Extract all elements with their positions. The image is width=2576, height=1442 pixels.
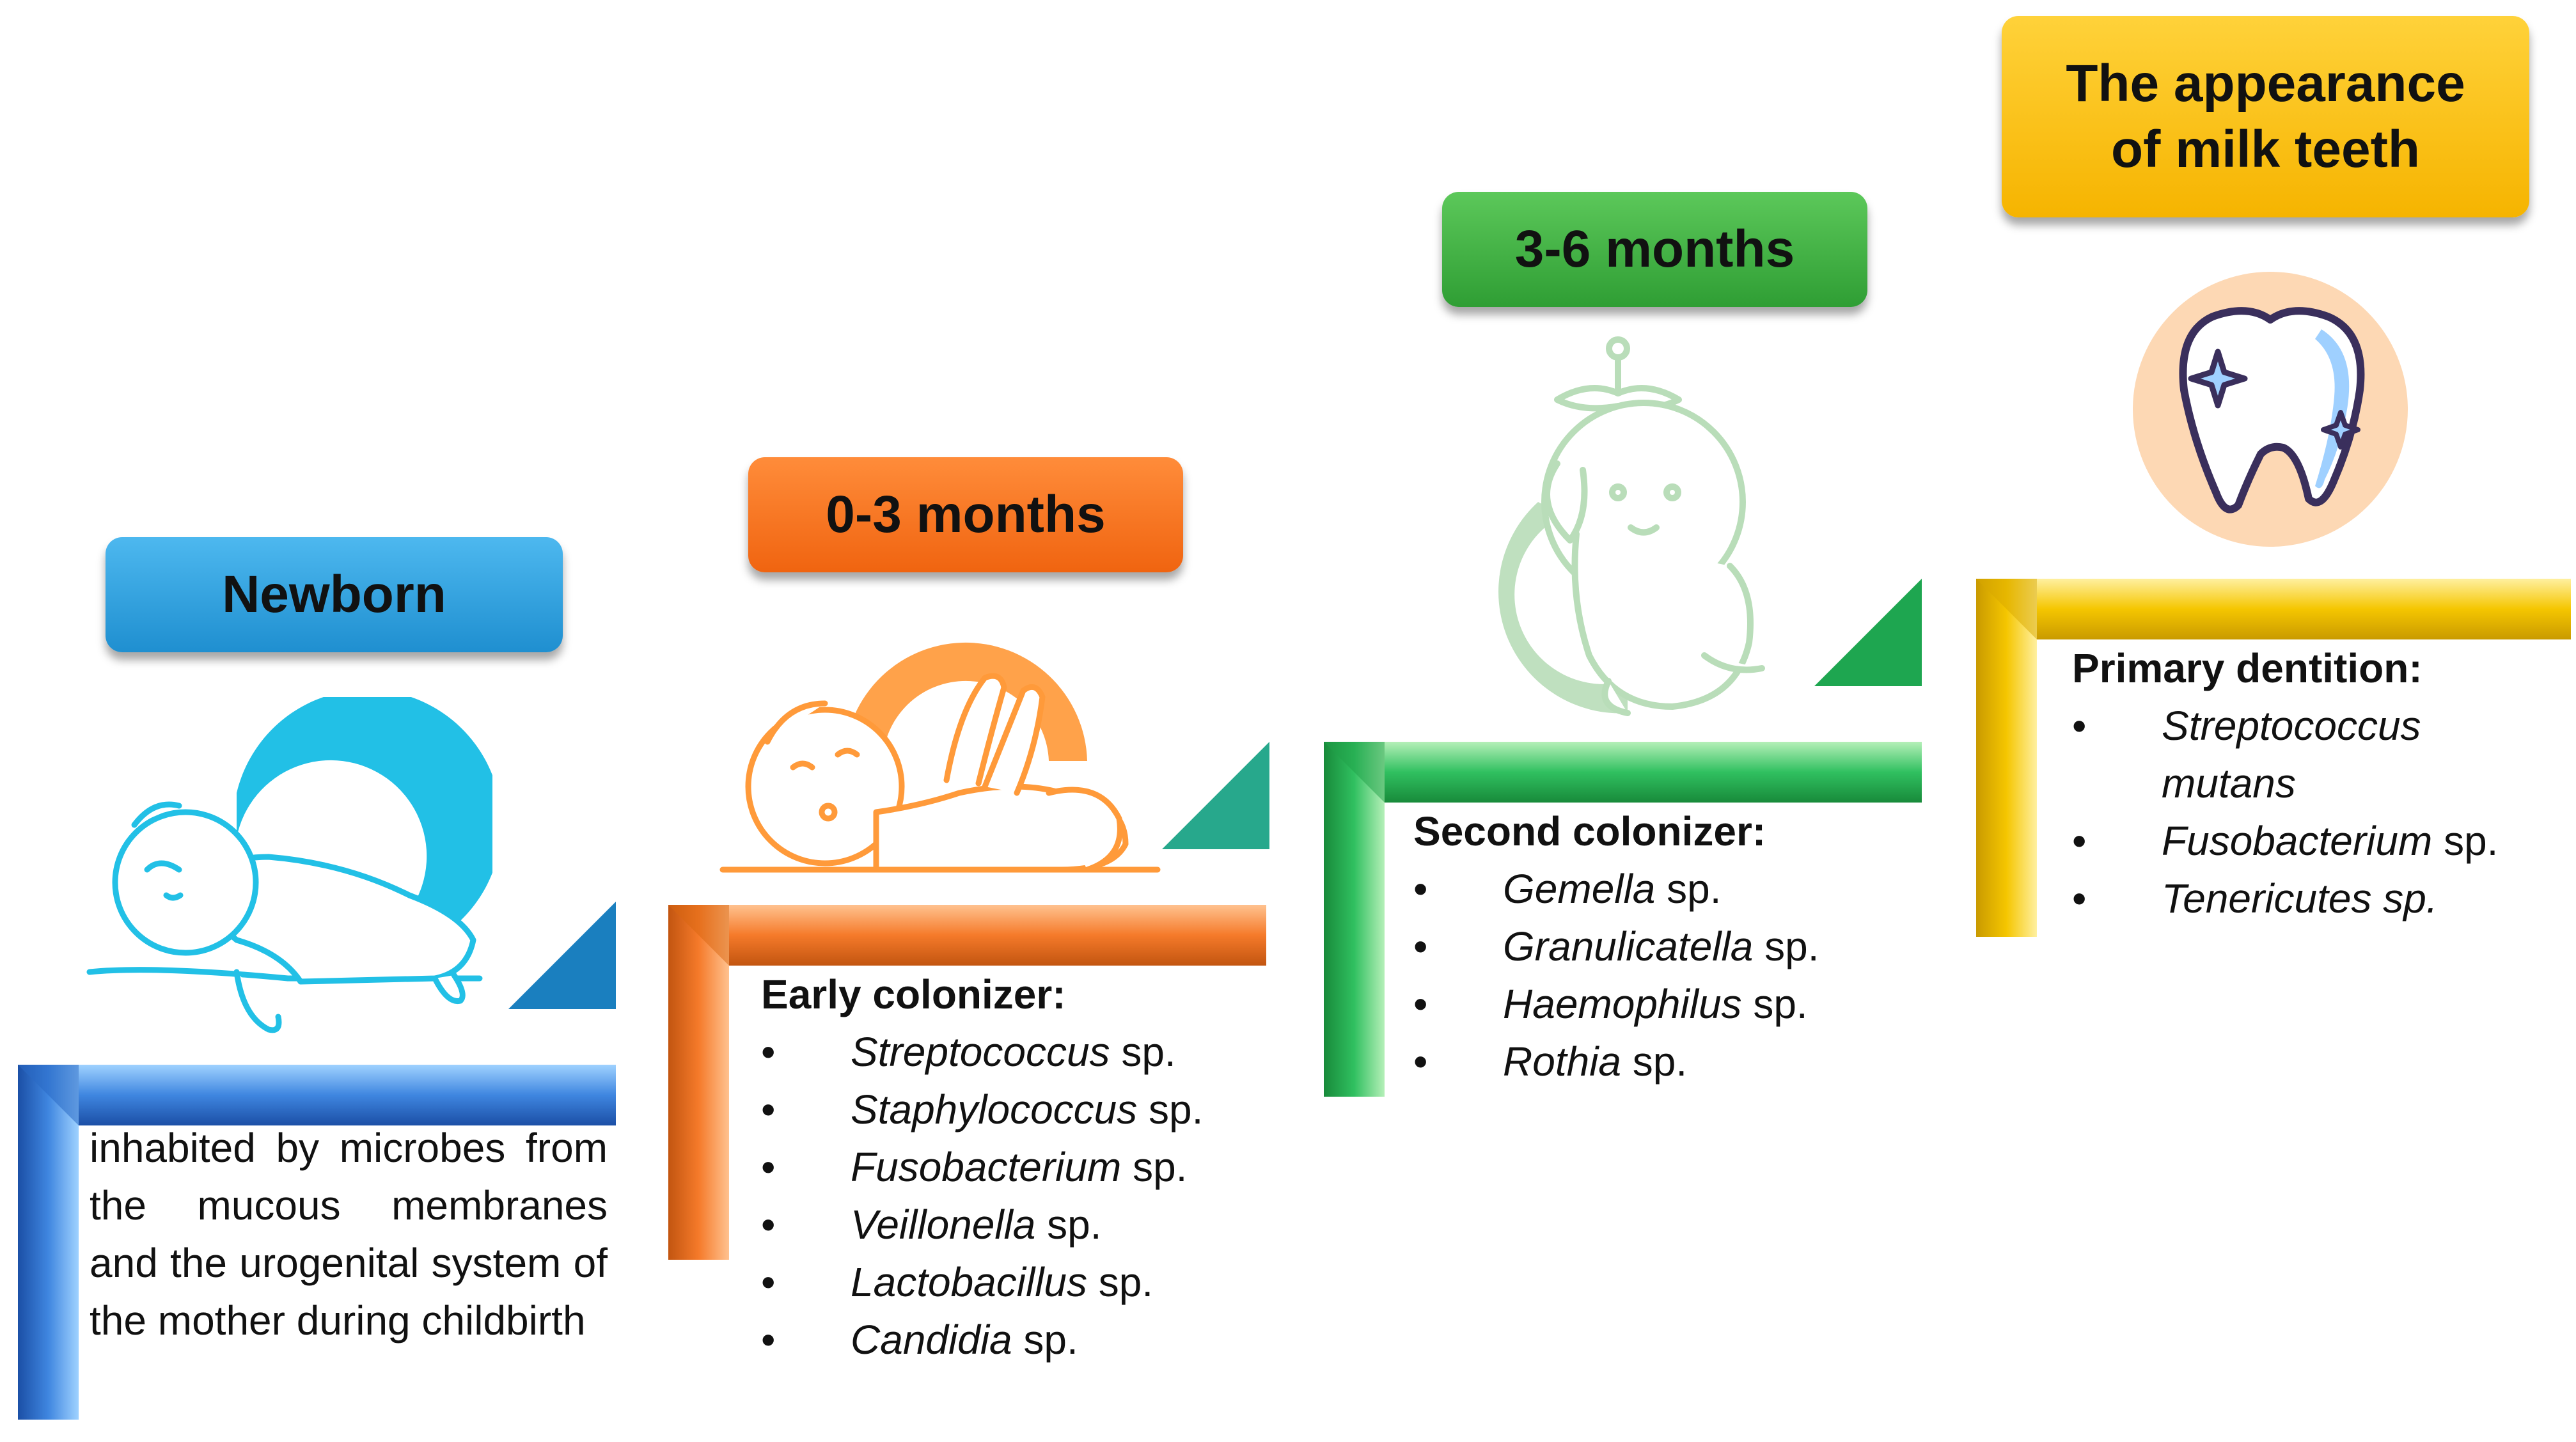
crawling-baby-icon: [1498, 336, 1765, 716]
stage-header-label-line1: The appearance: [2066, 54, 2465, 113]
bracket-0-3-months: [668, 905, 1266, 1260]
bracket-3-6-months: [1324, 742, 1922, 1097]
newborn-description: inhabited by microbes from the mucous me…: [90, 1125, 608, 1344]
early-colonizer-title: Early colonizer:: [761, 971, 1066, 1017]
list-item: •Fusobacterium sp.: [2072, 818, 2499, 864]
stage-header-label: 3-6 months: [1514, 219, 1795, 278]
list-item: •Gemella sp.: [1413, 866, 1722, 912]
stage-header-0-3-months: 0-3 months: [748, 457, 1183, 572]
primary-dentition-title: Primary dentition:: [2072, 645, 2423, 691]
list-item: •Streptococcus sp.: [761, 1029, 1176, 1075]
stage-header-label-line2: of milk teeth: [2111, 120, 2420, 178]
bracket-newborn: [18, 1065, 616, 1420]
second-colonizer-block: Second colonizer: •Gemella sp. •Granulic…: [1413, 803, 1819, 1090]
list-item: •Staphylococcus sp.: [761, 1086, 1204, 1132]
stage-header-milk-teeth: The appearance of milk teeth: [2002, 16, 2529, 217]
list-item: •Haemophilus sp.: [1413, 981, 1808, 1027]
list-item: •Lactobacillus sp.: [761, 1259, 1154, 1305]
sleeping-baby-icon: [86, 697, 492, 1033]
list-item: •Granulicatella sp.: [1413, 923, 1819, 969]
list-item: •Veillonella sp.: [761, 1202, 1102, 1248]
stage-header-newborn: Newborn: [106, 537, 563, 652]
stage-header-3-6-months: 3-6 months: [1442, 192, 1867, 307]
corner-triangle-blue: [508, 902, 616, 1009]
stage-header-label: Newborn: [222, 565, 446, 623]
bracket-milk-teeth: [1976, 579, 2571, 937]
corner-triangle-green: [1814, 579, 1922, 686]
list-item: •Tenericutes sp.: [2072, 875, 2438, 921]
early-colonizer-block: Early colonizer: •Streptococcus sp. •Sta…: [761, 966, 1203, 1368]
baby-lying-icon: [719, 642, 1161, 873]
second-colonizer-title: Second colonizer:: [1413, 808, 1766, 854]
list-item: •Candidia sp.: [761, 1317, 1078, 1363]
list-item: •Rothia sp.: [1413, 1038, 1688, 1085]
list-item: •Fusobacterium sp.: [761, 1144, 1188, 1190]
tooth-icon: [2133, 272, 2408, 547]
stage-header-label: 0-3 months: [826, 485, 1106, 544]
corner-triangle-teal: [1162, 742, 1269, 849]
